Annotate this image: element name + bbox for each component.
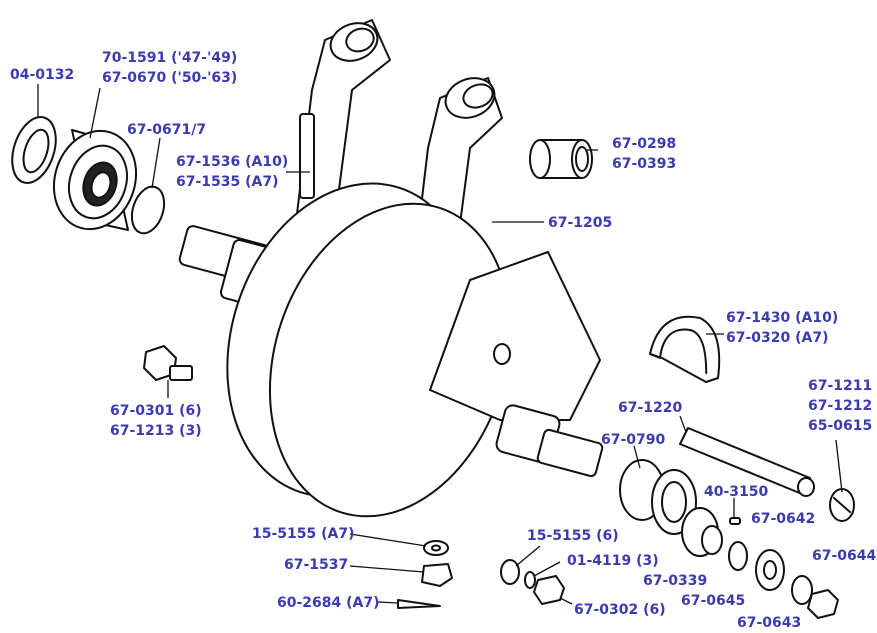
woodruff-key-part — [729, 517, 741, 525]
part-number: 67-0320 (A7) — [726, 330, 829, 346]
label-67-0301: 67-0301 (6) 67-1213 (3) — [110, 401, 202, 441]
label-67-0644: 67-0644 — [812, 546, 876, 566]
label-40-3150: 40-3150 — [704, 482, 768, 502]
part-number: 67-1213 (3) — [110, 423, 202, 439]
label-67-1220: 67-1220 — [618, 398, 682, 418]
label-67-0643: 67-0643 — [737, 613, 801, 633]
part-number: 67-0644 — [812, 548, 877, 564]
label-67-0642: 67-0642 — [751, 509, 815, 529]
label-67-1537: 67-1537 — [284, 555, 348, 575]
shim-part — [130, 185, 166, 235]
part-number: 67-0670 ('50-'63) — [102, 70, 238, 86]
part-number: 67-0393 — [612, 156, 677, 172]
big-end-shell-part — [649, 315, 721, 383]
part-number: 67-0642 — [751, 511, 816, 527]
pinion-nut-part — [807, 589, 839, 619]
part-number: 60-2684 (A7) — [277, 595, 380, 611]
label-67-0645: 67-0645 — [681, 591, 745, 611]
part-number: 67-1212 — [808, 398, 873, 414]
part-number: 67-1205 — [548, 215, 613, 231]
timing-gear-part — [681, 507, 723, 557]
oil-plug-part — [829, 488, 855, 522]
part-number: 67-1535 (A7) — [176, 174, 279, 190]
part-number: 40-3150 — [704, 484, 769, 500]
part-number: 67-1430 (A10) — [726, 310, 839, 326]
leader-lines — [37, 84, 843, 605]
label-15-5155-6: 15-5155 (6) — [527, 526, 619, 546]
main-bearing-part — [52, 129, 138, 231]
crank-pin-part — [679, 427, 815, 497]
lock-washer-hole — [431, 544, 441, 552]
part-number: 67-1211 — [808, 378, 873, 394]
part-number: 67-0339 — [643, 573, 708, 589]
label-60-2684: 60-2684 (A7) — [277, 593, 380, 613]
pinion-part — [755, 549, 785, 591]
crankshaft-body — [178, 182, 604, 518]
part-number: 15-5155 (6) — [527, 528, 619, 544]
part-number: 01-4119 (3) — [567, 553, 659, 569]
label-15-5155-a7: 15-5155 (A7) — [252, 524, 355, 544]
flywheel-bolt-part — [143, 345, 193, 381]
label-67-0302: 67-0302 (6) — [574, 600, 666, 620]
washer-part — [728, 541, 748, 571]
label-67-1211: 67-1211 67-1212 65-0615 — [808, 376, 872, 436]
part-number: 15-5155 (A7) — [252, 526, 355, 542]
label-67-0339: 67-0339 — [643, 571, 707, 591]
part-number: 67-0301 (6) — [110, 403, 202, 419]
nut-part — [421, 563, 453, 587]
part-number: 67-0671/7 — [127, 122, 207, 138]
part-number: 67-0645 — [681, 593, 746, 609]
washer-15-5155-part — [500, 559, 520, 585]
label-01-4119: 01-4119 (3) — [567, 551, 659, 571]
washer-01-4119-part — [524, 571, 536, 589]
label-70-1591: 70-1591 ('47-'49) 67-0670 ('50-'63) — [102, 48, 237, 88]
label-67-0671: 67-0671/7 — [127, 120, 206, 140]
label-67-0790: 67-0790 — [601, 430, 665, 450]
label-67-1536: 67-1536 (A10) 67-1535 (A7) — [176, 152, 288, 192]
part-number: 67-0302 (6) — [574, 602, 666, 618]
part-number: 67-0298 — [612, 136, 677, 152]
label-67-0298: 67-0298 67-0393 — [612, 134, 676, 174]
part-number: 70-1591 ('47-'49) — [102, 50, 238, 66]
nut-67-0302-part — [533, 575, 565, 605]
label-67-1205: 67-1205 — [548, 213, 612, 233]
label-67-1430: 67-1430 (A10) 67-0320 (A7) — [726, 308, 838, 348]
connecting-rod-rear — [295, 19, 391, 223]
part-number: 67-1220 — [618, 400, 683, 416]
small-end-bush-part — [529, 139, 593, 179]
pinion-washer-part — [791, 575, 813, 605]
part-number: 67-1536 (A10) — [176, 154, 289, 170]
label-04-0132: 04-0132 — [10, 65, 74, 85]
part-number: 67-0790 — [601, 432, 666, 448]
part-number: 65-0615 — [808, 418, 873, 434]
part-number: 67-0643 — [737, 615, 802, 631]
oil-seal-part — [11, 116, 57, 184]
split-pin-part — [397, 599, 441, 609]
part-number: 04-0132 — [10, 67, 75, 83]
part-number: 67-1537 — [284, 557, 349, 573]
